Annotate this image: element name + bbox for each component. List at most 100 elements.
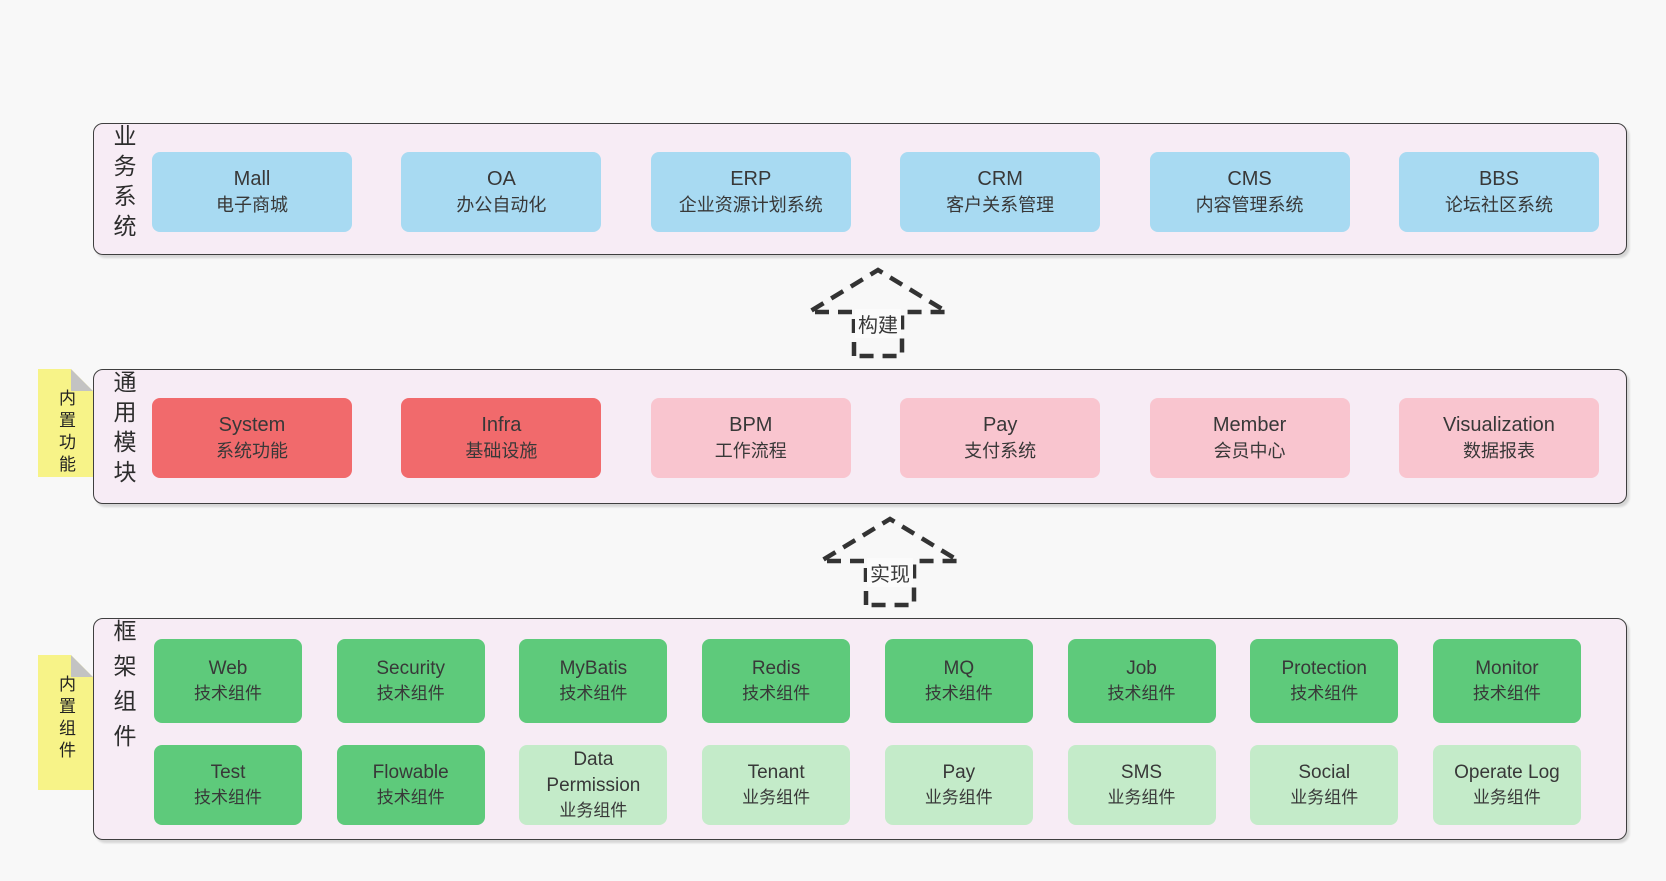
box-test: Test 技术组件 <box>154 745 302 825</box>
sticky-fold-corner <box>71 369 93 391</box>
box-operate-log: Operate Log 业务组件 <box>1432 745 1581 825</box>
box-redis: Redis 技术组件 <box>702 639 851 723</box>
box-cms: CMS 内容管理系统 <box>1149 152 1350 232</box>
band-common-modules: 通用模块 System 系统功能 Infra 基础设施 BPM 工作流程 Pay… <box>93 369 1627 504</box>
box-subtitle: 支付系统 <box>964 441 1037 462</box>
box-title: Web <box>208 658 248 680</box>
sticky-label: 内置组件 <box>56 675 75 763</box>
box-title: System <box>218 413 286 436</box>
band-framework-components: 框架组件 Web 技术组件 Security 技术组件 MyBatis 技术组件… <box>93 618 1627 840</box>
box-social: Social 业务组件 <box>1250 745 1399 825</box>
box-title: CRM <box>977 167 1023 190</box>
box-infra: Infra 基础设施 <box>401 398 602 478</box>
box-title: Tenant <box>747 762 805 784</box>
box-monitor: Monitor 技术组件 <box>1432 639 1581 723</box>
box-title: Redis <box>751 658 801 680</box>
box-title: Security <box>376 658 446 680</box>
box-subtitle: 系统功能 <box>216 441 288 462</box>
dashed-up-arrow-icon <box>803 267 953 359</box>
up-arrow-implement: 实现 <box>815 514 965 609</box>
box-subtitle: 内容管理系统 <box>1195 195 1304 216</box>
box-security: Security 技术组件 <box>336 639 485 723</box>
box-job: Job 技术组件 <box>1067 639 1216 723</box>
box-subtitle: 技术组件 <box>559 684 628 704</box>
box-subtitle: 技术组件 <box>742 684 811 704</box>
box-title: Member <box>1212 413 1287 436</box>
band-business-systems: 业务系统 Mall 电子商城 OA 办公自动化 ERP 企业资源计划系统 CRM… <box>93 123 1627 255</box>
box-member: Member 会员中心 <box>1149 398 1350 478</box>
box-subtitle: 技术组件 <box>376 684 445 704</box>
box-sms: SMS 业务组件 <box>1067 745 1216 825</box>
box-title: ERP <box>730 167 772 190</box>
business-boxes-row: Mall 电子商城 OA 办公自动化 ERP 企业资源计划系统 CRM 客户关系… <box>152 152 1599 232</box>
box-title: Pay <box>942 762 976 784</box>
box-title: BBS <box>1478 167 1519 190</box>
box-title: MyBatis <box>559 658 628 680</box>
box-pay: Pay 支付系统 <box>900 398 1101 478</box>
box-title: Mall <box>233 167 271 190</box>
box-subtitle: 业务组件 <box>1107 788 1176 808</box>
box-subtitle: 技术组件 <box>376 788 445 808</box>
band-label: 通用模块 <box>110 370 136 490</box>
box-subtitle: 电子商城 <box>216 195 288 216</box>
box-title: Monitor <box>1475 658 1539 680</box>
box-crm: CRM 客户关系管理 <box>900 152 1101 232</box>
sticky-fold-corner <box>71 655 93 677</box>
box-title: Operate Log <box>1454 762 1560 784</box>
box-subtitle: 技术组件 <box>924 684 993 704</box>
box-subtitle: 工作流程 <box>714 441 787 462</box>
box-title: Test <box>210 762 246 784</box>
box-bpm: BPM 工作流程 <box>650 398 851 478</box>
module-boxes-row: System 系统功能 Infra 基础设施 BPM 工作流程 Pay 支付系统… <box>152 398 1599 478</box>
box-subtitle: 业务组件 <box>559 801 628 821</box>
box-title: Flowable <box>372 762 449 784</box>
box-title: Protection <box>1281 658 1367 680</box>
dashed-up-arrow-icon <box>815 516 965 608</box>
box-oa: OA 办公自动化 <box>401 152 602 232</box>
box-mq: MQ 技术组件 <box>884 639 1033 723</box>
tech-components-row: Web 技术组件 Security 技术组件 MyBatis 技术组件 Redi… <box>154 639 1581 723</box>
sticky-note-built-in-components: 内置组件 <box>38 655 93 790</box>
box-pay-biz: Pay 业务组件 <box>884 745 1033 825</box>
box-web: Web 技术组件 <box>154 639 302 723</box>
box-subtitle: 技术组件 <box>1472 684 1541 704</box>
box-subtitle: 基础设施 <box>465 441 538 462</box>
box-title: SMS <box>1120 762 1163 784</box>
box-subtitle: 业务组件 <box>1290 788 1359 808</box>
sticky-note-built-in-features: 内置功能 <box>38 369 93 477</box>
band-label: 业务系统 <box>110 124 136 244</box>
box-title: Social <box>1298 762 1351 784</box>
box-title: CMS <box>1227 167 1272 190</box>
box-data-permission: Data Permission 业务组件 <box>519 745 668 825</box>
arrow-label: 构建 <box>855 309 901 338</box>
box-protection: Protection 技术组件 <box>1250 639 1399 723</box>
box-tenant: Tenant 业务组件 <box>702 745 851 825</box>
box-title: MQ <box>943 658 975 680</box>
up-arrow-build: 构建 <box>803 265 953 360</box>
box-erp: ERP 企业资源计划系统 <box>650 152 851 232</box>
box-title: Infra <box>481 413 522 436</box>
sticky-label: 内置功能 <box>56 389 75 477</box>
box-bbs: BBS 论坛社区系统 <box>1398 152 1599 232</box>
box-mall: Mall 电子商城 <box>152 152 352 232</box>
box-subtitle: 技术组件 <box>194 788 262 808</box>
box-subtitle: 技术组件 <box>1290 684 1359 704</box>
box-subtitle: 数据报表 <box>1462 441 1535 462</box>
box-title: Data Permission <box>546 749 641 797</box>
box-title: Pay <box>982 413 1018 436</box>
box-subtitle: 会员中心 <box>1213 441 1286 462</box>
arrow-label: 实现 <box>867 558 913 587</box>
box-title: OA <box>486 167 516 190</box>
box-subtitle: 业务组件 <box>742 788 811 808</box>
band-label: 框架组件 <box>110 619 136 759</box>
box-mybatis: MyBatis 技术组件 <box>519 639 668 723</box>
box-subtitle: 技术组件 <box>1107 684 1176 704</box>
box-visualization: Visualization 数据报表 <box>1398 398 1599 478</box>
box-subtitle: 办公自动化 <box>456 195 547 216</box>
biz-components-row: Test 技术组件 Flowable 技术组件 Data Permission … <box>154 745 1581 825</box>
box-flowable: Flowable 技术组件 <box>336 745 485 825</box>
box-title: BPM <box>729 413 773 436</box>
box-subtitle: 业务组件 <box>924 788 993 808</box>
box-subtitle: 企业资源计划系统 <box>678 195 823 216</box>
